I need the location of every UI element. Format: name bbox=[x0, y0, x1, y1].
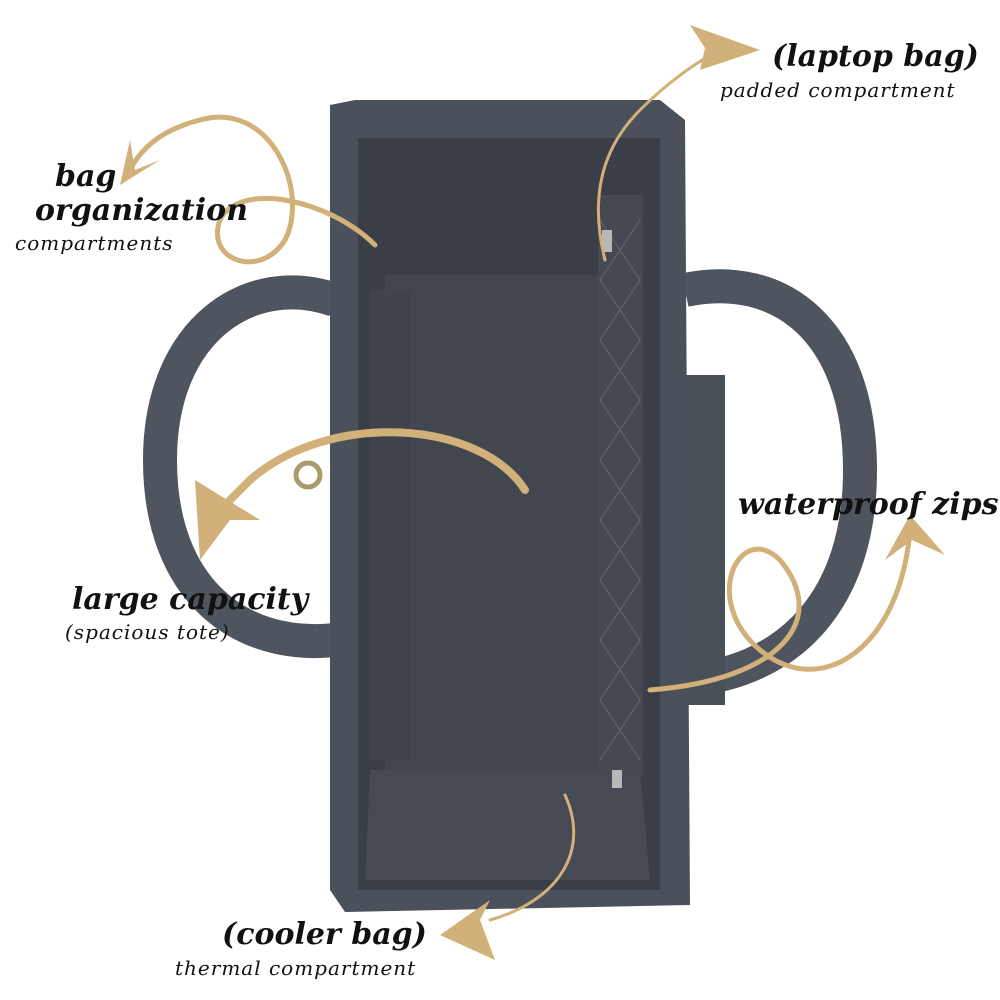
label-laptop-bag: (laptop bag) bbox=[772, 39, 979, 74]
bottom-pocket bbox=[365, 770, 650, 880]
side-pocket bbox=[685, 375, 725, 705]
padded-laptop-compartment bbox=[598, 195, 643, 775]
zip-pull-bottom bbox=[612, 770, 622, 788]
label-thermal-compartment: thermal compartment bbox=[175, 956, 417, 980]
arrowhead-capacity bbox=[195, 480, 260, 560]
label-bag: bag bbox=[55, 159, 117, 194]
arrowheads bbox=[120, 25, 945, 960]
label-spacious-tote: (spacious tote) bbox=[65, 620, 230, 644]
label-cooler-bag: (cooler bag) bbox=[222, 917, 427, 952]
left-handle bbox=[142, 275, 341, 658]
quilting bbox=[599, 219, 641, 761]
label-waterproof-zips: waterproof zips bbox=[738, 487, 999, 522]
label-organization: organization bbox=[35, 193, 248, 228]
organizer-pockets bbox=[370, 290, 410, 760]
d-ring bbox=[293, 460, 323, 490]
arrowhead-cooler bbox=[440, 900, 495, 960]
arrowhead-laptop bbox=[690, 25, 760, 70]
annotation-arrows bbox=[127, 48, 913, 922]
label-large-capacity: large capacity bbox=[72, 582, 309, 617]
label-padded-compartment: padded compartment bbox=[720, 78, 956, 102]
bag-floor bbox=[385, 275, 600, 775]
arrow-zips bbox=[647, 527, 913, 693]
arrow-capacity bbox=[221, 428, 529, 509]
label-compartments: compartments bbox=[15, 231, 174, 255]
arrow-organization bbox=[127, 114, 378, 265]
arrow-laptop bbox=[596, 48, 722, 262]
arrowhead-zips bbox=[885, 515, 945, 560]
zip-pull bbox=[602, 230, 612, 252]
arrowhead-organization bbox=[120, 140, 160, 185]
arrow-cooler bbox=[488, 793, 576, 922]
